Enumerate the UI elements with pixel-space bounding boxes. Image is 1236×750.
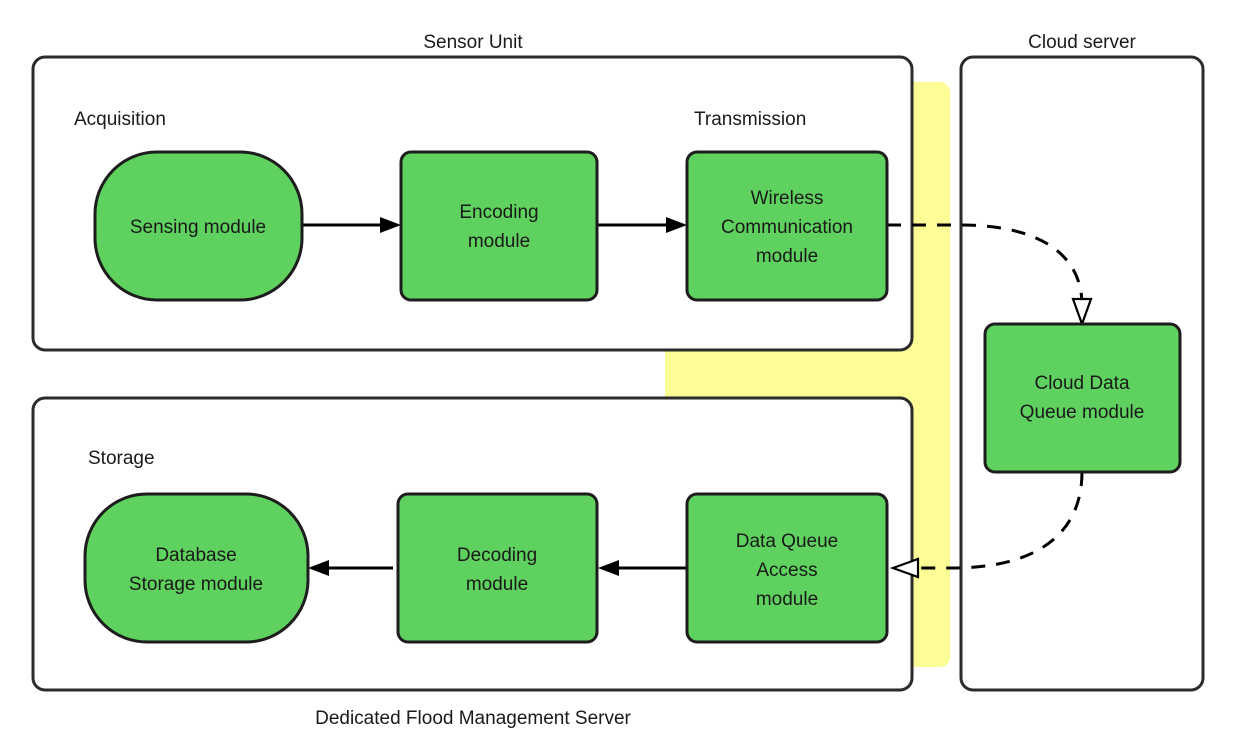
module-encoding-module[interactable]: Encoding module <box>399 150 599 302</box>
module-data-queue-access-module[interactable]: Data Queue Access module <box>685 492 889 644</box>
module-label-wireless-line3: module <box>756 246 818 267</box>
connector-sensing-to-encoding <box>302 217 401 233</box>
connector-wireless-to-cloud-queue <box>887 223 1093 328</box>
module-label-cloud-queue-line1: Cloud Data <box>1034 373 1129 394</box>
connector-encoding-to-wireless <box>597 217 687 233</box>
module-label-wireless-line1: Wireless <box>751 188 824 209</box>
module-cloud-data-queue-module[interactable]: Cloud Data Queue module <box>983 322 1182 474</box>
module-label-data-queue-access-line3: module <box>756 589 818 610</box>
band-label-transmission: Transmission <box>694 109 806 130</box>
module-wireless-communication-module[interactable]: Wireless Communication module <box>685 150 889 302</box>
module-label-wireless-line2: Communication <box>721 217 853 238</box>
container-label-cloud-server: Cloud server <box>1028 32 1136 53</box>
module-label-database-storage-line1: Database <box>155 545 236 566</box>
module-sensing-module[interactable]: Sensing module <box>93 150 304 302</box>
band-label-acquisition: Acquisition <box>74 109 166 130</box>
module-label-database-storage-line2: Storage module <box>129 574 263 595</box>
connector-decoding-to-database-storage <box>308 560 393 576</box>
module-decoding-module[interactable]: Decoding module <box>396 492 599 644</box>
module-label-decoding-module-line1: Decoding <box>457 545 537 566</box>
module-label-encoding-module-line1: Encoding <box>459 202 538 223</box>
module-label-cloud-queue-line2: Queue module <box>1020 402 1145 423</box>
module-label-data-queue-access-line2: Access <box>756 560 817 581</box>
container-label-sensor-unit: Sensor Unit <box>423 32 523 53</box>
connector-cloud-queue-to-data-queue-access <box>889 471 1084 579</box>
module-label-encoding-module-line2: module <box>468 231 530 252</box>
module-label-decoding-module-line2: module <box>466 574 528 595</box>
connector-data-queue-access-to-decoding <box>598 560 687 576</box>
module-database-storage-module[interactable]: Database Storage module <box>83 492 310 644</box>
module-label-sensing-module: Sensing module <box>130 217 266 238</box>
container-label-flood-server: Dedicated Flood Management Server <box>315 708 631 729</box>
module-label-data-queue-access-line1: Data Queue <box>736 531 838 552</box>
band-label-storage: Storage <box>88 448 155 469</box>
